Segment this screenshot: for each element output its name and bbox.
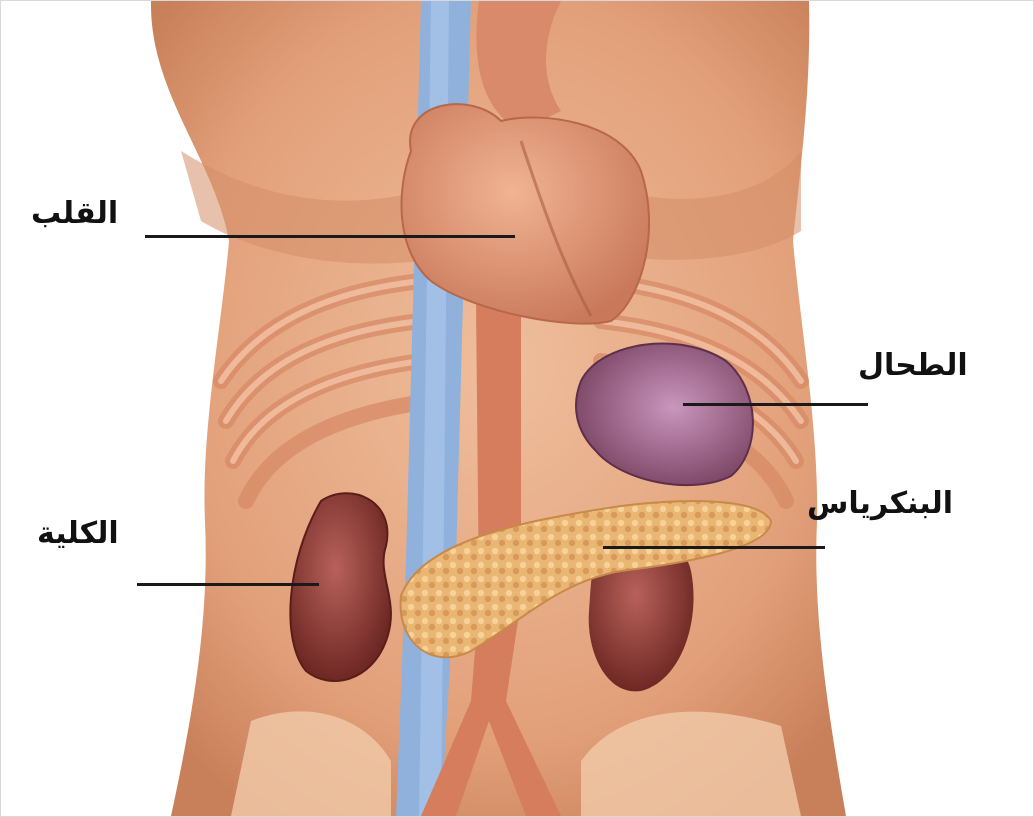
- spleen-label: الطحال: [858, 351, 968, 381]
- pancreas-leader-line: [603, 546, 825, 549]
- heart-leader-line: [145, 235, 515, 238]
- kidney-label: الكلية: [37, 519, 119, 549]
- spleen-leader-line: [683, 403, 868, 406]
- heart-label: القلب: [31, 199, 118, 229]
- kidney-leader-line: [137, 583, 319, 586]
- pancreas-label: البنكرياس: [807, 489, 953, 519]
